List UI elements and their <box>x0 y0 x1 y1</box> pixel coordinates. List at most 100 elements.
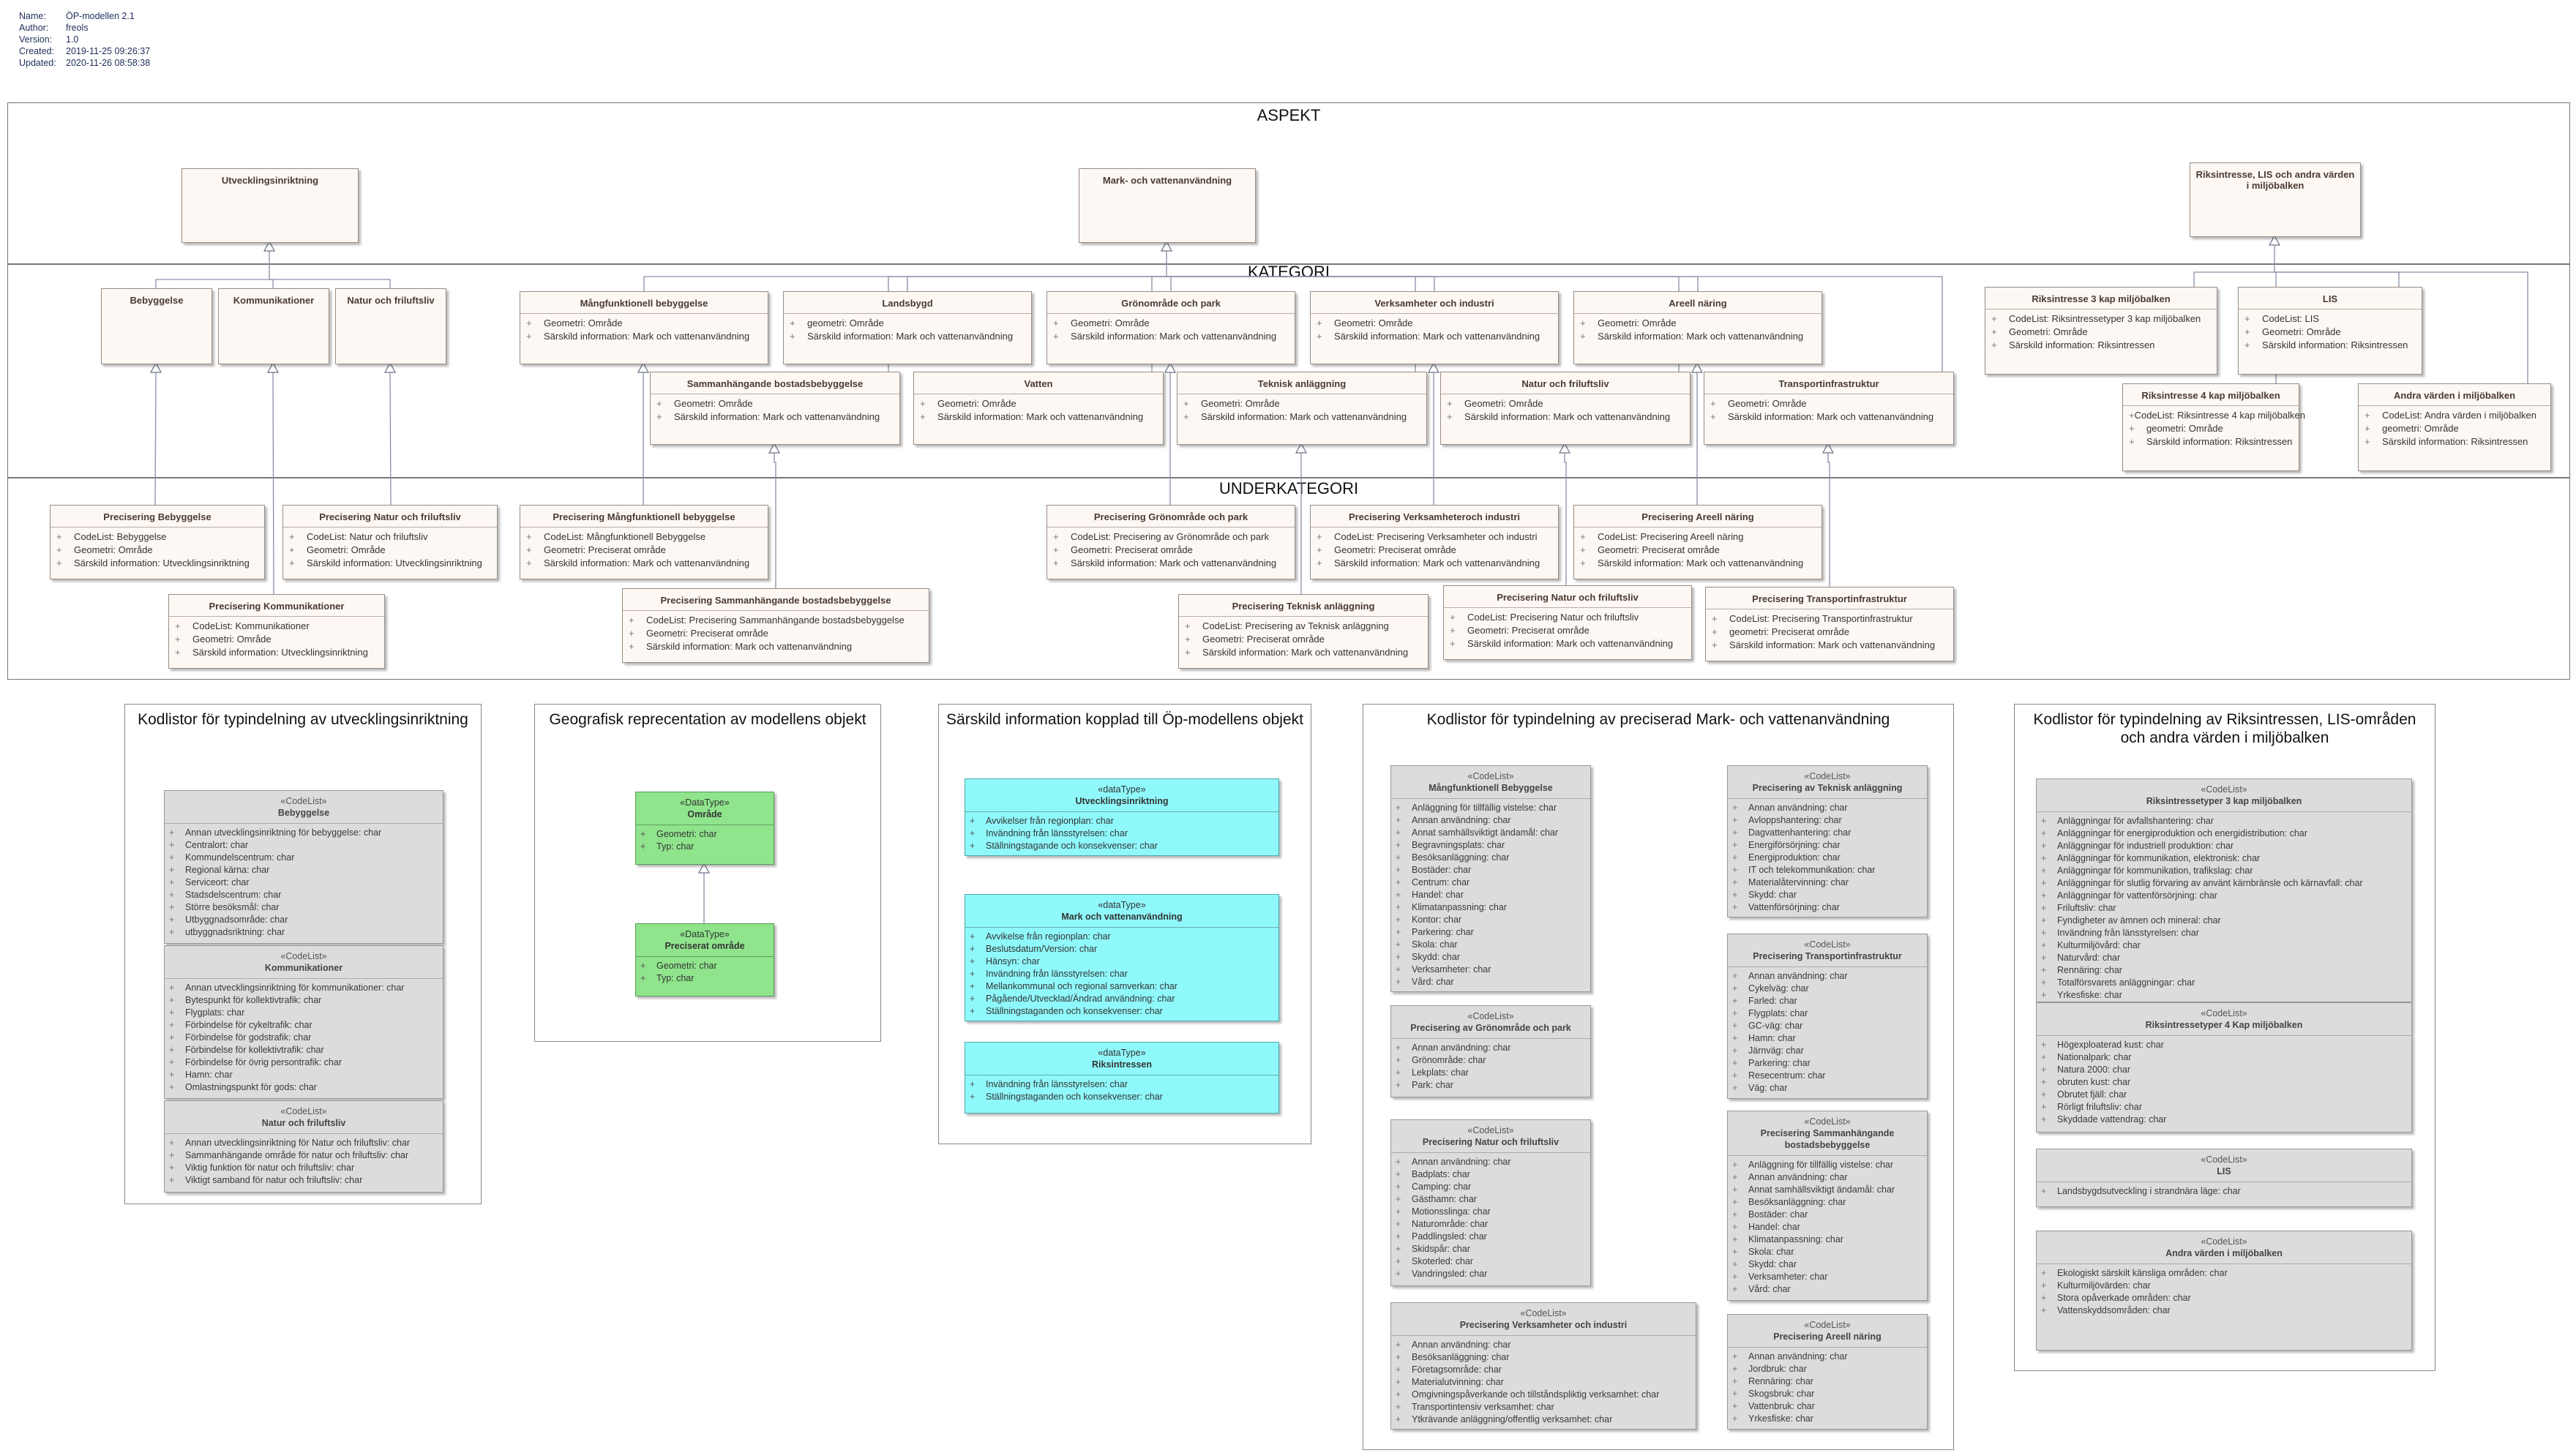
attribute-text: Begravningsplats: char <box>1412 840 1505 850</box>
uml-class-andra[interactable]: Andra värden i miljöbalken+CodeList: And… <box>2358 383 2551 471</box>
uml-class-p-beb[interactable]: Precisering Bebyggelse+CodeList: Bebygge… <box>50 505 265 579</box>
codelist-cl-natur[interactable]: «CodeList»Precisering Natur och frilufts… <box>1390 1119 1591 1286</box>
uml-class-p-teknisk[interactable]: Precisering Teknisk anläggning+CodeList:… <box>1178 594 1429 669</box>
uml-class-p-gron[interactable]: Precisering Grönområde och park+CodeList… <box>1046 505 1295 579</box>
uml-class-p-nat2[interactable]: Precisering Natur och friluftsliv+CodeLi… <box>1443 585 1692 660</box>
visibility-public-icon: + <box>1732 803 1738 813</box>
attribute-row: +Geometri: Preciserat område <box>629 627 923 640</box>
uml-class-p-samman[interactable]: Precisering Sammanhängande bostadsbebygg… <box>622 588 929 663</box>
attribute-row: +CodeList: Natur och friluftsliv <box>289 530 491 544</box>
class-name: Riksintresse 3 kap miljöbalken <box>2032 293 2171 304</box>
codelist-cl-samman[interactable]: «CodeList»Precisering Sammanhängande bos… <box>1727 1111 1928 1301</box>
uml-class-riks[interactable]: Riksintresse, LIS och andra värden i mil… <box>2190 162 2361 237</box>
uml-class-natur1[interactable]: Natur och friluftsliv <box>335 288 446 364</box>
uml-class-verks[interactable]: Verksamheter och industri+Geometri: Områ… <box>1310 291 1559 364</box>
panel-title: Geografisk reprecentation av modellens o… <box>549 711 866 728</box>
uml-class-natur2[interactable]: Natur och friluftsliv+Geometri: Område+S… <box>1440 372 1690 445</box>
attribute-text: Skogsbruk: char <box>1748 1389 1815 1399</box>
attribute-text: Verksamheter: char <box>1412 964 1491 975</box>
uml-class-landsbygd[interactable]: Landsbygd+geometri: Område+Särskild info… <box>783 291 1032 364</box>
uml-class-vatten[interactable]: Vatten+Geometri: Område+Särskild informa… <box>913 372 1164 445</box>
visibility-public-icon: + <box>1396 815 1401 825</box>
uml-class-komm[interactable]: Kommunikationer <box>218 288 329 364</box>
uml-class-areell[interactable]: Areell näring+Geometri: Område+Särskild … <box>1573 291 1822 364</box>
attribute-text: Geometri: Preciserat område <box>1071 544 1193 555</box>
codelist-cl-beb[interactable]: «CodeList»Bebyggelse+Annan utvecklingsin… <box>164 790 443 944</box>
codelist-cl-verks[interactable]: «CodeList»Precisering Verksamheter och i… <box>1390 1302 1696 1430</box>
visibility-public-icon: + <box>2041 1077 2047 1087</box>
uml-class-bebyggelse[interactable]: Bebyggelse <box>101 288 212 364</box>
uml-class-riks3[interactable]: Riksintresse 3 kap miljöbalken+CodeList:… <box>1985 287 2217 375</box>
codelist-cl-gron[interactable]: «CodeList»Precisering av Grönområde och … <box>1390 1005 1591 1097</box>
visibility-public-icon: + <box>1183 411 1189 422</box>
attribute-row: +CodeList: LIS <box>2244 312 2416 326</box>
datatype-name: Riksintressen <box>1092 1059 1152 1070</box>
attribute-text: Hänsyn: char <box>986 956 1040 966</box>
visibility-public-icon: + <box>1396 952 1401 962</box>
datatype-dt-omr[interactable]: «DataType»Område+Geometri: char+Typ: cha… <box>635 792 774 865</box>
datatype-dt-riks[interactable]: «dataType»Riksintressen+Invändning från … <box>965 1042 1279 1114</box>
attribute-row: +Kontor: char <box>1396 914 1586 926</box>
attribute-text: obruten kust: char <box>2057 1077 2131 1087</box>
attribute-row: +Bostäder: char <box>1396 864 1586 876</box>
datatype-dt-mark[interactable]: «dataType»Mark och vattenanvändning+Avvi… <box>965 894 1279 1021</box>
attribute-text: Förbindelse för övrig persontrafik: char <box>185 1057 342 1067</box>
attribute-row: +Verksamheter: char <box>1396 964 1586 976</box>
attribute-text: CodeList: Kommunikationer <box>192 620 310 631</box>
uml-class-mangf[interactable]: Mångfunktionell bebyggelse+Geometri: Omr… <box>520 291 768 364</box>
attribute-list: +Anläggning för tillfällig vistelse: cha… <box>1391 798 1590 991</box>
attribute-text: Vård: char <box>1412 977 1454 987</box>
attribute-text: Geometri: Område <box>1334 318 1413 328</box>
codelist-cl-riks3[interactable]: «CodeList»Riksintressetyper 3 kap miljöb… <box>2036 778 2412 1002</box>
uml-class-p-areell[interactable]: Precisering Areell näring+CodeList: Prec… <box>1573 505 1822 579</box>
uml-class-utv[interactable]: Utvecklingsinriktning <box>181 168 359 243</box>
codelist-cl-areell[interactable]: «CodeList»Precisering Areell näring+Anna… <box>1727 1314 1928 1430</box>
uml-class-p-verks[interactable]: Precisering Verksamheteroch industri+Cod… <box>1310 505 1559 579</box>
attribute-row: +Särskild information: Riksintressen <box>2129 435 2293 448</box>
visibility-public-icon: + <box>1580 557 1586 568</box>
attribute-text: Viktigt samband för natur och friluftsli… <box>185 1175 363 1185</box>
visibility-public-icon: + <box>1732 1376 1738 1386</box>
codelist-cl-komm[interactable]: «CodeList»Kommunikationer+Annan utveckli… <box>164 945 443 1099</box>
uml-class-lis[interactable]: LIS+CodeList: LIS+Geometri: Område+Särsk… <box>2238 287 2422 375</box>
attribute-row: +geometri: Område <box>2129 422 2293 435</box>
attribute-text: Annan användning: char <box>1412 815 1511 825</box>
attribute-list: +Geometri: Område+Särskild information: … <box>651 394 899 427</box>
datatype-dt-utv[interactable]: «dataType»Utvecklingsinriktning+Avvikels… <box>965 778 1279 856</box>
attribute-row: +Invändning från länsstyrelsen: char <box>2041 927 2407 939</box>
attribute-text: Särskild information: Mark och vattenanv… <box>937 411 1144 422</box>
uml-class-teknisk[interactable]: Teknisk anläggning+Geometri: Område+Särs… <box>1177 372 1427 445</box>
codelist-cl-andra[interactable]: «CodeList»Andra värden i miljöbalken+Eko… <box>2036 1231 2412 1351</box>
codelist-cl-tekn[interactable]: «CodeList»Precisering av Teknisk anläggn… <box>1727 765 1928 917</box>
attribute-list: +CodeList: Precisering Areell näring+Geo… <box>1574 527 1821 573</box>
visibility-public-icon: + <box>2041 1305 2047 1315</box>
attribute-row: +Geometri: Område <box>1447 397 1684 410</box>
attribute-text: Annan utvecklingsinriktning för Natur oc… <box>185 1138 411 1148</box>
attribute-row: +CodeList: Andra värden i miljöbalken <box>2365 409 2545 422</box>
codelist-cl-nat[interactable]: «CodeList»Natur och friluftsliv+Annan ut… <box>164 1100 443 1193</box>
uml-class-p-transp[interactable]: Precisering Transportinfrastruktur+CodeL… <box>1705 587 1954 661</box>
attribute-text: Geometri: Område <box>1464 398 1543 409</box>
visibility-public-icon: + <box>2244 313 2250 324</box>
attribute-text: Annan användning: char <box>1412 1043 1511 1053</box>
attribute-text: Annan användning: char <box>1412 1157 1511 1167</box>
attribute-text: Stora opåverkade områden: char <box>2057 1293 2191 1303</box>
codelist-cl-riks4[interactable]: «CodeList»Riksintressetyper 4 Kap miljöb… <box>2036 1002 2412 1133</box>
uml-class-mark[interactable]: Mark- och vattenanvändning <box>1079 168 1256 243</box>
codelist-cl-lis[interactable]: «CodeList»LIS+Landsbygdsutveckling i str… <box>2036 1149 2412 1207</box>
uml-class-p-nat1[interactable]: Precisering Natur och friluftsliv+CodeLi… <box>282 505 498 579</box>
uml-class-p-mangf[interactable]: Precisering Mångfunktionell bebyggelse+C… <box>520 505 768 579</box>
uml-class-transp[interactable]: Transportinfrastruktur+Geometri: Område+… <box>1704 372 1954 445</box>
codelist-cl-transp[interactable]: «CodeList»Precisering Transportinfrastru… <box>1727 934 1928 1099</box>
visibility-public-icon: + <box>1396 1352 1401 1362</box>
uml-class-samman[interactable]: Sammanhängande bostadsbebyggelse+Geometr… <box>650 372 900 445</box>
attribute-text: Paddlingsled: char <box>1412 1231 1487 1242</box>
uml-class-gron[interactable]: Grönområde och park+Geometri: Område+Sär… <box>1046 291 1295 364</box>
datatype-dt-prec[interactable]: «DataType»Preciserat område+Geometri: ch… <box>635 923 774 996</box>
uml-class-riks4[interactable]: Riksintresse 4 kap miljöbalken+CodeList:… <box>2122 383 2305 471</box>
attribute-text: Annan användning: char <box>1748 1172 1848 1182</box>
codelist-cl-mangf[interactable]: «CodeList»Mångfunktionell Bebyggelse+Anl… <box>1390 765 1591 992</box>
attribute-text: Geometri: Område <box>544 318 623 328</box>
uml-class-p-komm[interactable]: Precisering Kommunikationer+CodeList: Ko… <box>168 594 385 669</box>
visibility-public-icon: + <box>1396 1169 1401 1179</box>
